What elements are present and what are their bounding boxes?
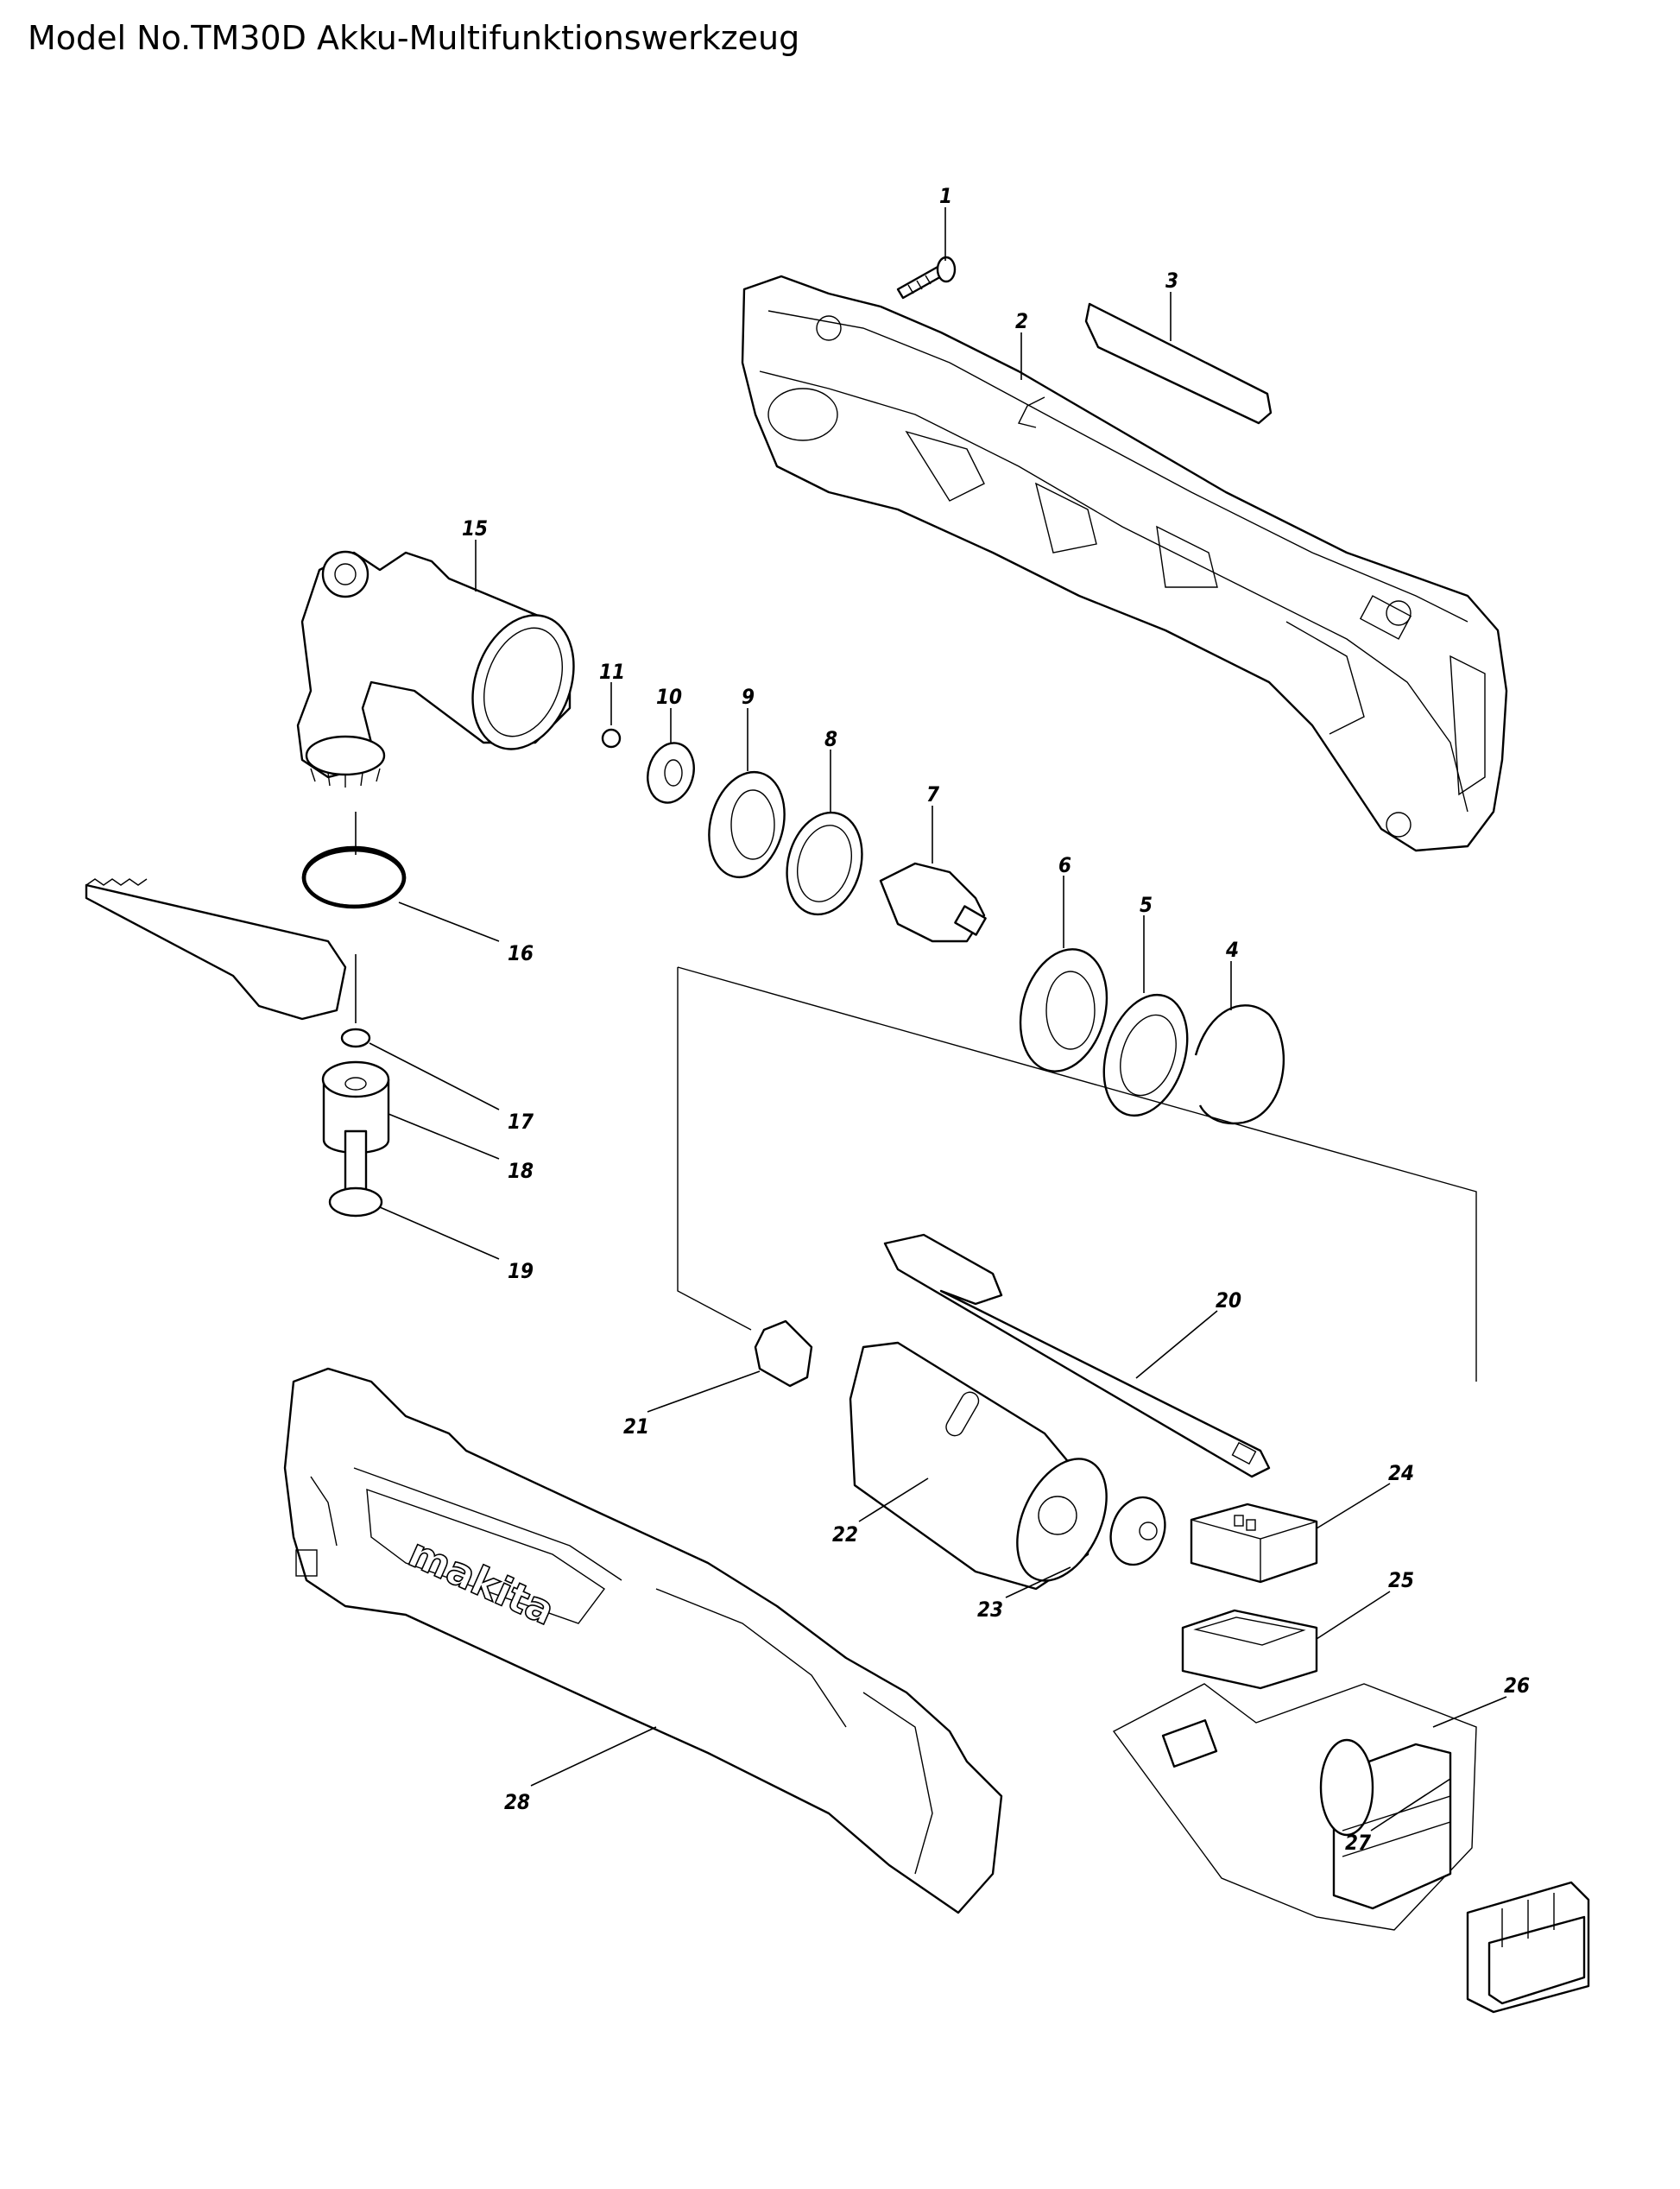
part-27-terminal[interactable]: [1466, 1881, 1590, 2014]
part-2-housing-half[interactable]: [741, 275, 1508, 852]
part-25-switch-holder[interactable]: [1181, 1609, 1318, 1690]
label-10: 10: [656, 685, 682, 709]
part-21-fan[interactable]: [754, 1319, 813, 1388]
label-17: 17: [508, 1110, 534, 1134]
assembly-frame: [677, 966, 1477, 1382]
label-25: 25: [1388, 1568, 1414, 1592]
part-11-retaining-ring[interactable]: [601, 728, 622, 749]
blade-accessory: [85, 878, 347, 1021]
label-7: 7: [926, 782, 939, 807]
label-1: 1: [939, 184, 952, 208]
label-8: 8: [824, 727, 837, 751]
part-17-o-ring-small[interactable]: [340, 1028, 371, 1048]
label-20: 20: [1216, 1288, 1241, 1313]
part-16-o-ring-outline: [301, 845, 407, 909]
part-5-bearing-retainer[interactable]: [1089, 984, 1202, 1127]
part-26-controller[interactable]: [1112, 1683, 1477, 1931]
diagram-title: Model No.TM30D Akku-Multifunktionswerkze…: [28, 19, 800, 57]
label-9: 9: [742, 685, 755, 709]
part-8-bearing-box[interactable]: [776, 804, 873, 923]
label-19: 19: [508, 1259, 534, 1283]
part-9-ball-bearing[interactable]: [698, 763, 795, 886]
part-18-flange[interactable]: [321, 1060, 390, 1155]
part-4-retaining-ring[interactable]: [1194, 1004, 1285, 1125]
part-22-dc-motor[interactable]: [849, 1341, 1124, 1595]
label-4: 4: [1225, 938, 1239, 962]
part-6-ball-bearing[interactable]: [1007, 939, 1120, 1081]
label-18: 18: [508, 1159, 534, 1183]
part-19-bolt[interactable]: [328, 1129, 383, 1218]
part-labels: 1 2 3 4 5 6 7 8 9 10 11 15 16 17 18 19 2…: [462, 184, 1530, 1855]
part-24-switch[interactable]: [1190, 1503, 1318, 1584]
part-28-housing-set[interactable]: makita: [283, 1367, 1003, 1914]
label-23: 23: [977, 1597, 1003, 1622]
part-10-ball-bearing[interactable]: [641, 737, 700, 807]
part-1-screw[interactable]: [896, 256, 957, 300]
label-28: 28: [504, 1790, 530, 1814]
label-15: 15: [462, 516, 488, 541]
part-3-name-plate[interactable]: [1084, 302, 1273, 425]
label-21: 21: [623, 1414, 649, 1439]
label-5: 5: [1140, 893, 1153, 917]
label-24: 24: [1388, 1461, 1414, 1485]
label-11: 11: [599, 660, 625, 684]
leader-lines: [355, 207, 1507, 1832]
label-26: 26: [1504, 1673, 1530, 1698]
label-3: 3: [1165, 269, 1178, 293]
part-15-gear-housing[interactable]: [296, 550, 591, 788]
part-23-rubber-ring[interactable]: [1102, 1490, 1174, 1572]
label-6: 6: [1058, 853, 1071, 877]
part-7-eccentric-shaft[interactable]: [879, 862, 987, 943]
label-27: 27: [1345, 1831, 1371, 1855]
label-16: 16: [508, 941, 534, 965]
label-22: 22: [832, 1522, 858, 1547]
part-20-switch-lever[interactable]: [883, 1233, 1271, 1478]
label-2: 2: [1015, 309, 1028, 333]
